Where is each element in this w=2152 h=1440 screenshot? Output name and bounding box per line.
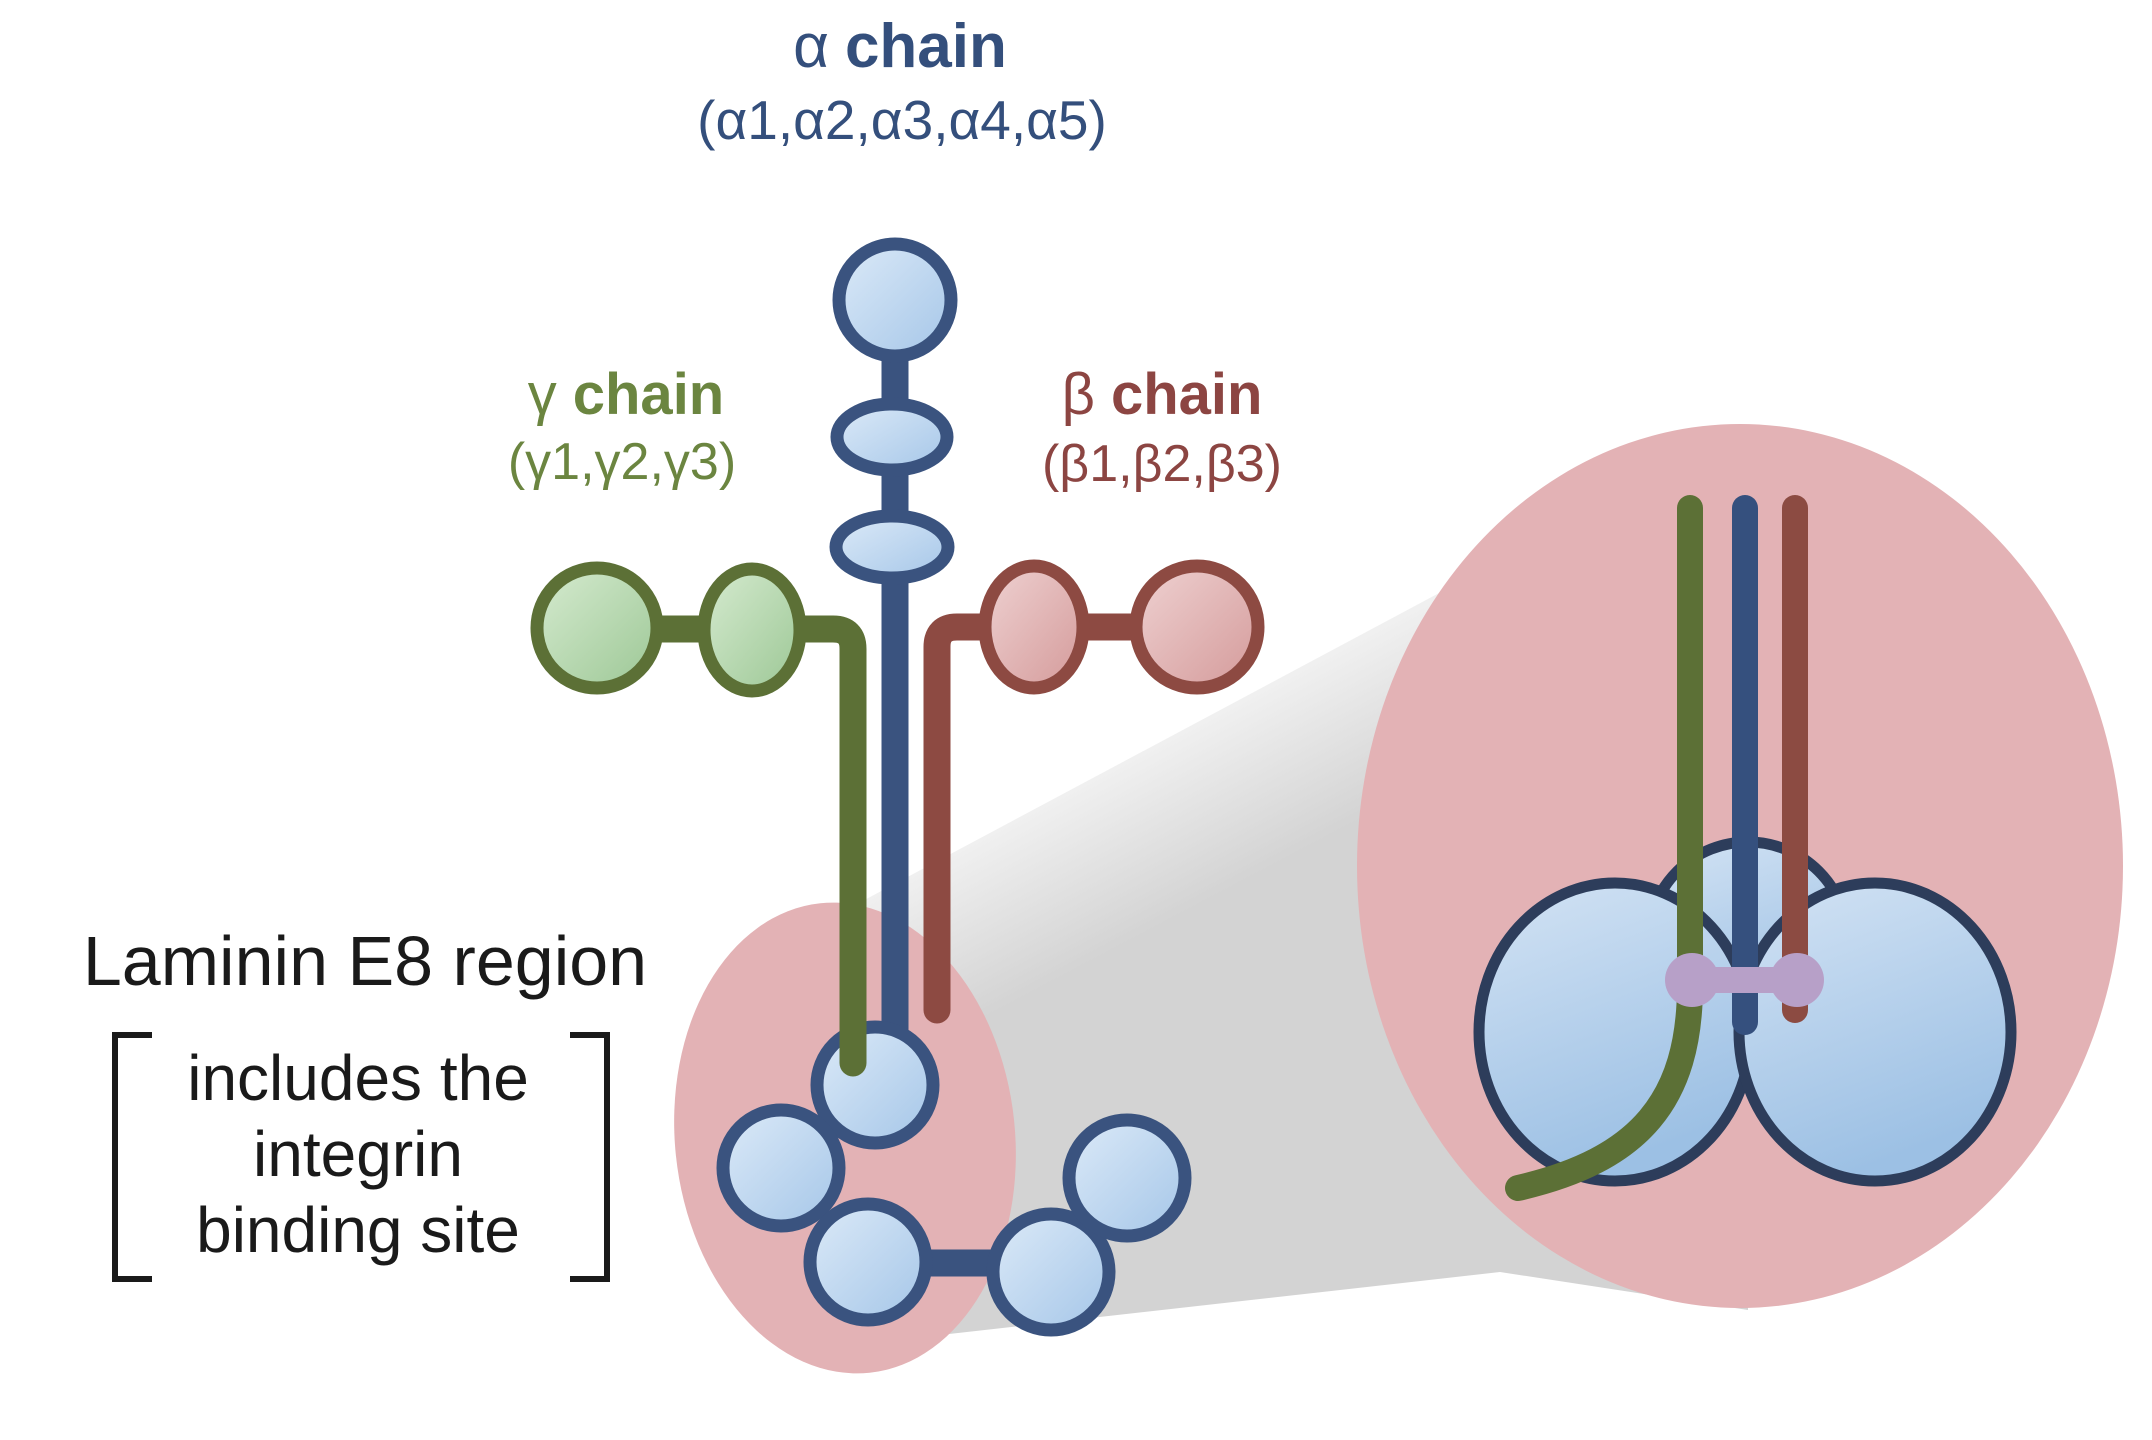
- dumbbell-ball: [1665, 953, 1719, 1007]
- beta-chain-arm: [923, 559, 1265, 1024]
- gamma-chain-magnified-line: [1505, 495, 1703, 1201]
- laminin-e8-cluster: [716, 1020, 1192, 1337]
- gamma-variants-label: (γ1,γ2,γ3): [507, 433, 737, 491]
- right-bracket: [570, 1032, 610, 1282]
- note-line-3: binding site: [196, 1194, 520, 1266]
- beta-symbol: β: [1061, 362, 1095, 427]
- beta-chain-line: [923, 613, 1211, 1024]
- lg-domain: [986, 1207, 1116, 1337]
- gamma-chain-arm: [530, 561, 867, 1077]
- beta-word: chain: [1110, 362, 1263, 427]
- alpha-word: chain: [844, 12, 1007, 81]
- lg-domain: [1062, 1113, 1192, 1243]
- alpha-symbol: α: [793, 12, 829, 81]
- beta-bead: [978, 559, 1090, 695]
- gamma-word: chain: [572, 362, 725, 427]
- gamma-bead: [530, 561, 664, 695]
- note-line-2: integrin: [253, 1118, 463, 1190]
- alpha-variants-label: (α1,α2,α3,α4,α5): [697, 89, 1107, 151]
- beta-bead: [1129, 559, 1265, 695]
- magnified-e8-view: [1473, 495, 2017, 1201]
- e8-right-lobe: [1733, 877, 2017, 1187]
- integrin-binding-dumbbell: [1665, 953, 1824, 1007]
- e8-region-heading: Laminin E8 region: [82, 922, 648, 1000]
- e8-domain: [810, 1020, 940, 1150]
- e8-region-note: includes the integrin binding site: [187, 1040, 529, 1268]
- beta-variants-label: (β1,β2,β3): [1041, 435, 1283, 493]
- e8-domain: [716, 1103, 846, 1233]
- note-line-1: includes the: [187, 1042, 529, 1114]
- alpha-bead: [832, 237, 958, 363]
- alpha-bead: [829, 509, 955, 585]
- gamma-bead: [697, 562, 807, 698]
- gamma-symbol: γ: [527, 362, 557, 427]
- left-bracket: [112, 1032, 152, 1282]
- e8-domain: [803, 1197, 933, 1327]
- dumbbell-ball: [1770, 953, 1824, 1007]
- alpha-chain-structure: [829, 237, 958, 585]
- laminin-molecule: [530, 237, 1265, 1337]
- alpha-bead: [830, 397, 954, 477]
- gamma-chain-line: [583, 615, 867, 1077]
